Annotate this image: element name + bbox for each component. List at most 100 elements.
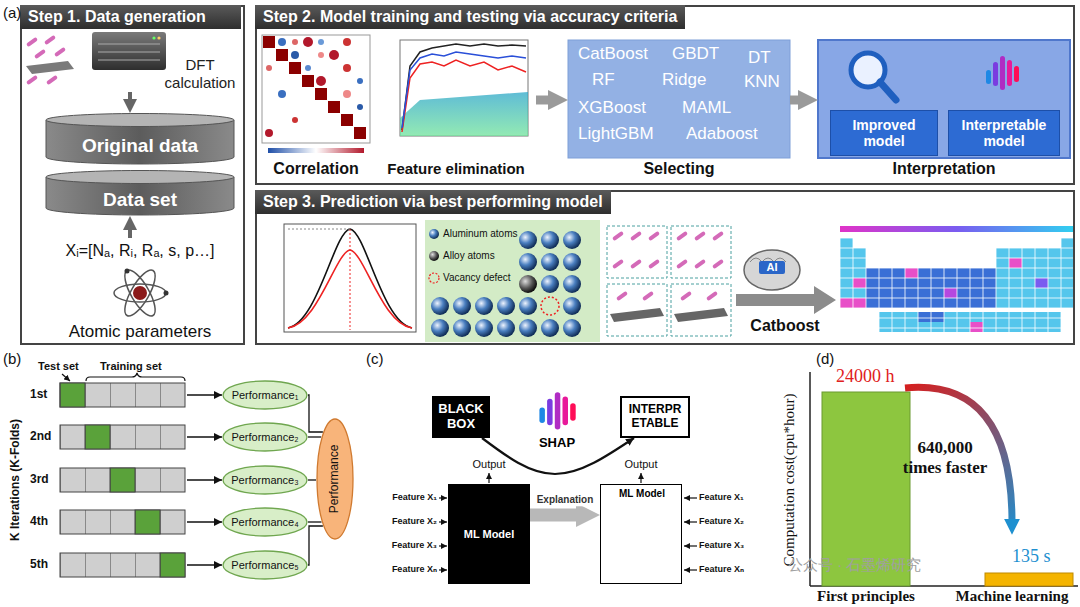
- node-text: Performance₄: [231, 516, 298, 529]
- ellipse-shape: [223, 381, 307, 409]
- cylinder-top: [46, 171, 234, 184]
- node-text: 1st: [30, 388, 59, 402]
- atom-icon-part: [164, 291, 169, 296]
- node-text: INTERPR ETABLE: [622, 403, 688, 431]
- k-fold-rows-part: [86, 373, 185, 381]
- node-text: DT: [748, 48, 771, 68]
- connector-arrow: [308, 395, 323, 432]
- correlation-heatmap-part: [341, 114, 353, 126]
- ellipse-shape: [223, 508, 307, 536]
- vacancy-lattice-picture-part: [431, 297, 449, 315]
- atom-icon-part: [119, 266, 161, 320]
- node-text: Performance₂: [231, 431, 298, 444]
- crystal-structures-part: [607, 226, 667, 278]
- node-text: ML Model: [601, 488, 683, 500]
- legend-swatch-dark: [428, 250, 440, 262]
- atom-icon: [114, 266, 169, 320]
- feature-arrows-part: [439, 569, 447, 570]
- watermark: 公众号 · 石墨烯研究: [788, 556, 921, 573]
- data-cylinder: Data set: [45, 170, 235, 216]
- correlation-heatmap-part: [268, 148, 364, 153]
- node-text: Data set: [103, 189, 177, 211]
- model-pool: CatBoostGBDTDTRFRidgeKNNXGBoostMAMLLight…: [568, 38, 790, 182]
- node-text: LightGBM: [578, 124, 654, 144]
- node-text: Performance₃: [231, 474, 298, 487]
- category-label: Machine learning: [956, 588, 1069, 605]
- connector-arrow: [187, 436, 222, 437]
- dft-server: DFT calculation: [80, 28, 245, 92]
- crystal-structures-part: [694, 259, 706, 269]
- server-picture-part: [98, 60, 160, 61]
- panel-letter: (a): [3, 4, 21, 21]
- correlation-figure: Correlation: [260, 32, 372, 182]
- correlation-heatmap-part: [292, 117, 298, 123]
- correlation-heatmap-part: [292, 39, 298, 45]
- ai-brain-arrow: [736, 250, 836, 314]
- k-fold-rows-part: [60, 510, 185, 534]
- feature-label: Feature X₂: [392, 516, 437, 526]
- interpretation-box-part: [818, 40, 1070, 158]
- node-text: ML Model: [464, 528, 515, 541]
- caption-text: Selecting: [568, 160, 790, 178]
- overall-performance: Performance: [316, 418, 354, 540]
- interpretation-panel: Improved modelInterpretable modelInterpr…: [818, 38, 1070, 182]
- crystal-structures-part: [671, 226, 731, 278]
- feature-arrows-part: [439, 521, 447, 522]
- legend-swatch-vacancy: [428, 272, 440, 284]
- connector-arrow: [536, 96, 548, 105]
- model-button: Improved model: [830, 110, 938, 156]
- output-label: Output: [472, 458, 505, 471]
- feature-elimination-figure: Feature elimination: [376, 32, 536, 182]
- node-text: Feature elimination: [376, 160, 536, 177]
- caption-text: Atomic parameters: [40, 322, 240, 342]
- legend-symbol: [429, 273, 439, 283]
- shap-logo: [539, 392, 575, 429]
- ellipse-shape: [223, 466, 307, 494]
- crystal-structures-part: [642, 291, 654, 301]
- feature-arrows-part: [684, 521, 697, 522]
- crystal-structures-part: [630, 231, 642, 241]
- server-picture-part: [98, 44, 160, 45]
- node-text: 2nd: [30, 430, 59, 444]
- feature-elimination-plot-part: [402, 44, 526, 130]
- node-text: CatBoost: [578, 44, 648, 64]
- crystal-structures-part: [674, 308, 728, 322]
- node-text: KNN: [744, 72, 780, 92]
- migration-energy-plot-part: [350, 229, 351, 330]
- cost-bar-chart-part: [985, 573, 1073, 586]
- correlation-heatmap-part: [262, 35, 370, 143]
- node-text: AI: [759, 261, 785, 274]
- interpretation-box-part: [880, 82, 896, 100]
- correlation-heatmap-part: [278, 90, 286, 98]
- node-text: 5th: [30, 558, 59, 572]
- legend-symbol: [429, 229, 439, 239]
- vacancy-lattice-picture-part: [475, 319, 493, 337]
- caption-text: Catboost: [738, 317, 832, 335]
- interpretable-box: INTERPR ETABLE: [620, 396, 690, 438]
- vacancy-lattice-picture-part: [497, 319, 515, 337]
- connector-arrow: [128, 230, 132, 238]
- correlation-heatmap-part: [357, 78, 363, 84]
- crystal-structures-part: [612, 259, 624, 269]
- crystal-structures-part: [706, 291, 718, 301]
- ml-model-box: ML Model: [448, 484, 530, 584]
- node-text: Interpretation: [818, 160, 1070, 178]
- vacancy-lattice-picture-part: [475, 297, 493, 315]
- feature-elimination-plot-part: [400, 40, 528, 136]
- migration-energy-plot-part: [284, 224, 416, 332]
- connector-arrow: [790, 96, 798, 105]
- k-fold-rows-part: [60, 468, 185, 492]
- correlation-heatmap-part: [276, 49, 288, 61]
- ai-brain-arrow-part: [736, 286, 836, 314]
- correlation-heatmap-part: [343, 64, 351, 72]
- connector-arrow: [187, 564, 222, 565]
- correlation-heatmap-part: [315, 88, 327, 100]
- correlation-heatmap-part: [316, 76, 326, 86]
- server-picture-part: [157, 36, 160, 39]
- vacancy-lattice-picture-part: [497, 297, 515, 315]
- legend-symbol: [429, 251, 439, 261]
- atom-icon-part: [125, 269, 130, 274]
- vacancy-lattice-picture-part: [563, 253, 581, 271]
- connector-arrow: [308, 479, 316, 480]
- performance-ellipse: Performance₅: [222, 550, 308, 580]
